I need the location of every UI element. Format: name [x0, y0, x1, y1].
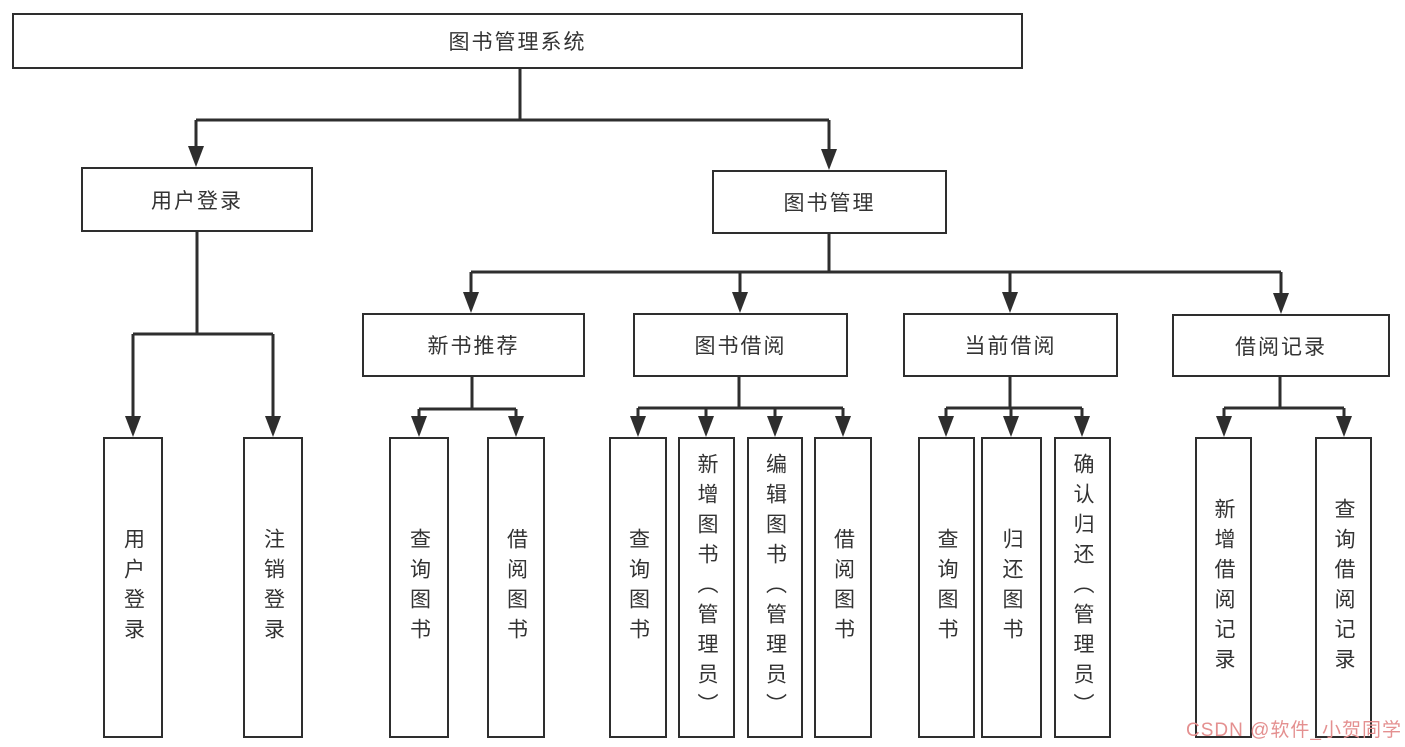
edges-current-borrowing	[938, 377, 1090, 437]
node-borrow-records: 借阅记录	[1172, 314, 1390, 377]
leaf-current-query-books: 查询图书	[918, 437, 975, 738]
leaf-current-return-books-label: 归还图书	[1000, 527, 1023, 648]
edges-new-book-rec	[411, 377, 524, 437]
leaf-borrow-add-books-admin: 新增图书（管理员）	[678, 437, 735, 738]
leaf-borrow-borrow-books-label: 借阅图书	[831, 527, 855, 648]
leaf-rec-query-books-label: 查询图书	[407, 527, 431, 648]
leaf-borrow-edit-books-admin: 编辑图书（管理员）	[747, 437, 803, 738]
node-borrow-records-label: 借阅记录	[1235, 335, 1327, 359]
leaf-records-add-record: 新增借阅记录	[1195, 437, 1252, 738]
node-book-borrowing-label: 图书借阅	[694, 335, 787, 358]
leaf-borrow-borrow-books: 借阅图书	[814, 437, 872, 738]
node-book-management: 图书管理	[712, 170, 947, 234]
leaf-records-add-record-label: 新增借阅记录	[1212, 497, 1235, 678]
node-user-login-label: 用户登录	[151, 189, 243, 213]
leaf-logout: 注销登录	[243, 437, 303, 738]
leaf-current-confirm-return-admin: 确认归还（管理员）	[1054, 437, 1111, 738]
edges-root	[188, 67, 837, 170]
leaf-current-return-books: 归还图书	[981, 437, 1042, 738]
node-root: 图书管理系统	[12, 13, 1023, 69]
leaf-rec-borrow-books-label: 借阅图书	[504, 527, 528, 648]
leaf-records-query-record: 查询借阅记录	[1315, 437, 1372, 738]
leaf-user-login: 用户登录	[103, 437, 163, 738]
leaf-borrow-edit-books-admin-label: 编辑图书（管理员）	[763, 452, 787, 723]
leaf-records-query-record-label: 查询借阅记录	[1332, 497, 1355, 678]
node-current-borrowing: 当前借阅	[903, 313, 1118, 377]
edges-book-management	[463, 234, 1289, 314]
leaf-current-query-books-label: 查询图书	[935, 527, 958, 648]
leaf-borrow-query-books-label: 查询图书	[626, 527, 650, 648]
csdn-watermark: CSDN @软件_小贺同学	[1186, 720, 1402, 741]
leaf-rec-borrow-books: 借阅图书	[487, 437, 545, 738]
node-new-book-rec-label: 新书推荐	[427, 335, 520, 358]
leaf-rec-query-books: 查询图书	[389, 437, 449, 738]
edges-user-login	[125, 232, 281, 437]
node-root-label: 图书管理系统	[448, 31, 587, 54]
node-book-borrowing: 图书借阅	[633, 313, 848, 377]
node-new-book-rec: 新书推荐	[362, 313, 585, 377]
edges-book-borrowing	[630, 377, 851, 437]
leaf-logout-label: 注销登录	[261, 527, 285, 648]
node-book-management-label: 图书管理	[783, 192, 876, 215]
leaf-borrow-add-books-admin-label: 新增图书（管理员）	[695, 452, 718, 723]
leaf-current-confirm-return-admin-label: 确认归还（管理员）	[1071, 452, 1094, 723]
node-current-borrowing-label: 当前借阅	[964, 335, 1057, 358]
leaf-user-login-label: 用户登录	[121, 527, 145, 648]
node-user-login: 用户登录	[81, 167, 313, 232]
edges-borrow-records	[1216, 377, 1352, 437]
leaf-borrow-query-books: 查询图书	[609, 437, 667, 738]
